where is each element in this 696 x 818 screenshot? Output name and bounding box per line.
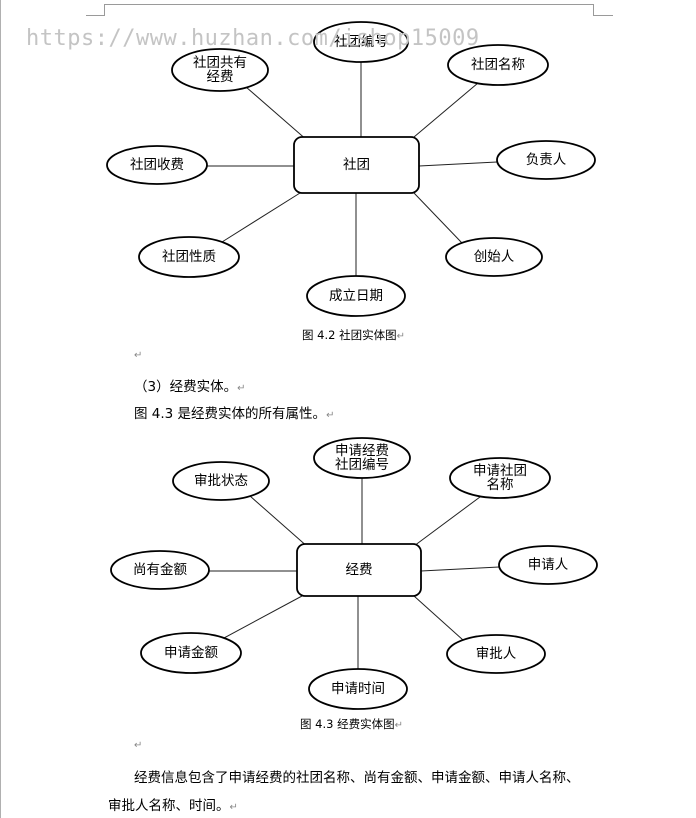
funds-attribute-ellipse (498, 545, 598, 585)
page-left-edge (0, 0, 1, 818)
funds-entity-box (296, 543, 422, 597)
section-heading: （3）经费实体。↵ (134, 375, 245, 395)
club-connector-line (418, 161, 498, 167)
funds-attribute-ellipse (446, 634, 546, 674)
funds-connector-line (420, 566, 500, 572)
intro-text-content: 图 4.3 是经费实体的所有属性。 (134, 406, 327, 422)
funds-attribute-label: 审批状态 (194, 473, 248, 489)
club-attribute-label: 社团名称 (471, 57, 525, 73)
funds-attribute-ellipse (449, 457, 551, 499)
funds-attribute-ellipse (308, 668, 408, 710)
crop-mark-right-horizontal (593, 15, 613, 16)
club-attribute-label: 创始人 (474, 249, 515, 265)
empty-paragraph-mark: ↵ (134, 350, 143, 361)
funds-connector-line (413, 595, 464, 641)
paragraph-mark: ↵ (229, 802, 238, 813)
funds-attribute-label: 申请人 (528, 557, 569, 573)
funds-connector-line (249, 495, 310, 549)
figure1-caption-text: 图 4.2 社团实体图 (302, 328, 397, 342)
figure2-caption: 图 4.3 经费实体图↵ (300, 716, 403, 732)
funds-attribute-ellipse (313, 437, 411, 479)
funds-entity-label: 经费 (346, 562, 373, 578)
funds-attribute-ellipse (172, 461, 270, 501)
figure1-caption: 图 4.2 社团实体图↵ (302, 327, 405, 343)
crop-mark-top (104, 4, 594, 5)
funds-attribute-label: 申请经费社团编号 (335, 443, 389, 473)
empty-paragraph-mark: ↵ (134, 740, 143, 751)
paragraph-mark: ↵ (326, 410, 335, 421)
funds-attribute-label: 审批人 (476, 646, 517, 662)
figure2-caption-text: 图 4.3 经费实体图 (300, 717, 395, 731)
club-connector-line (245, 86, 309, 142)
club-attribute-ellipse (447, 44, 549, 86)
club-connector-line (413, 82, 479, 138)
club-attribute-ellipse (313, 21, 409, 63)
club-attribute-label: 社团收费 (130, 157, 184, 173)
club-attribute-label: 负责人 (526, 152, 567, 168)
funds-attribute-ellipse (110, 550, 210, 590)
paragraph-mark: ↵ (237, 383, 246, 394)
club-connector-line (221, 192, 301, 243)
club-entity-label: 社团 (343, 157, 370, 173)
funds-connector-line (413, 493, 485, 547)
crop-mark-left-vertical (104, 4, 105, 16)
watermark: https://www.huzhan.com/ishop15009 (26, 26, 480, 51)
crop-mark-right-vertical (593, 4, 594, 16)
club-attribute-label: 社团性质 (162, 249, 216, 265)
paragraph-mark: ↵ (394, 720, 403, 731)
funds-attribute-label: 申请金额 (164, 645, 218, 661)
funds-connector-line (223, 595, 303, 639)
description-line-2: 审批人名称、时间。↵ (108, 794, 238, 814)
section-heading-text: （3）经费实体。 (134, 379, 238, 395)
paragraph-mark: ↵ (396, 331, 405, 342)
funds-attribute-label: 尚有金额 (133, 562, 187, 578)
club-attribute-ellipse (138, 236, 240, 278)
club-attribute-ellipse (306, 275, 406, 317)
club-entity-box (293, 136, 420, 194)
club-attribute-label: 社团共有经费 (193, 55, 247, 85)
crop-mark-left-horizontal (86, 15, 104, 16)
description-line-2-text: 审批人名称、时间。 (108, 798, 230, 814)
club-attribute-label: 成立日期 (329, 288, 383, 304)
club-attribute-ellipse (496, 140, 596, 180)
club-attribute-label: 社团编号 (334, 34, 388, 50)
funds-attribute-label: 申请社团名称 (473, 463, 527, 493)
intro-text: 图 4.3 是经费实体的所有属性。↵ (134, 402, 334, 422)
funds-attribute-ellipse (140, 632, 242, 674)
description-line-1: 经费信息包含了申请经费的社团名称、尚有金额、申请金额、申请人名称、 (134, 770, 580, 786)
club-attribute-ellipse (106, 145, 208, 185)
funds-attribute-label: 申请时间 (331, 681, 385, 697)
club-attribute-ellipse (445, 237, 543, 277)
club-attribute-ellipse (171, 48, 269, 92)
club-connector-line (413, 192, 463, 244)
